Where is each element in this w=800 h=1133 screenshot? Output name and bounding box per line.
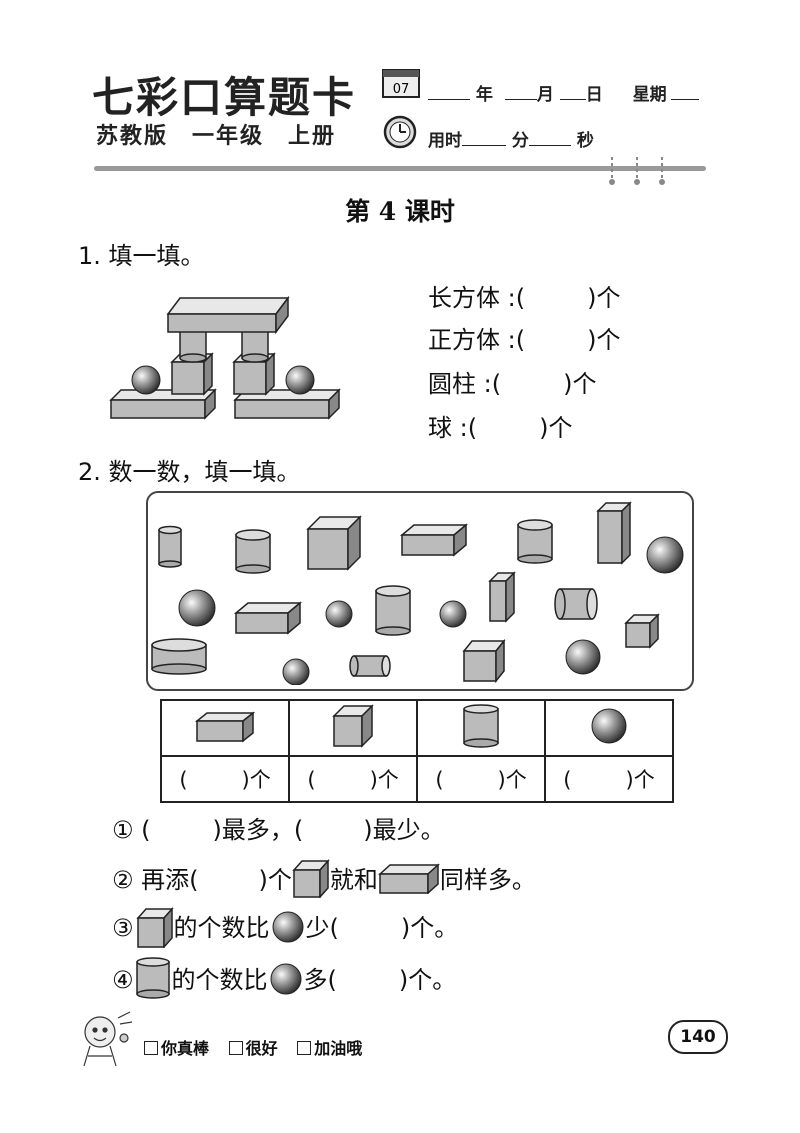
cube-icon [288, 699, 419, 757]
shapes-box [146, 491, 694, 691]
sphere-shape [282, 658, 310, 686]
q2-sub-2: ② 再添()个就和同样多。 [112, 858, 536, 899]
q1-item-cuboid: 长方体 :()个 [428, 284, 621, 312]
cuboid-icon [159, 699, 291, 757]
cuboid-shape [488, 571, 516, 623]
cylinder-shape [349, 655, 391, 677]
sphere-shape [439, 600, 467, 628]
cuboid-shape [233, 601, 303, 635]
q1-prompt: 1. 填一填。 [78, 242, 205, 270]
cylinder-icon [135, 957, 170, 999]
praise-options: 你真棒 很好 加油哦 [144, 1035, 362, 1059]
page-number: 140 [668, 1020, 728, 1054]
lesson-title: 第 4 课时 [345, 197, 455, 226]
q1-structure-figure [108, 292, 348, 428]
sphere-shape [565, 639, 601, 675]
clock-icon [382, 114, 418, 154]
brand-title: 七彩口算题卡 [92, 73, 357, 122]
edition-label: 苏教版 一年级 上册 [96, 124, 337, 149]
answer-cell[interactable]: ()个 [544, 755, 674, 803]
cylinder-shape [517, 519, 553, 564]
praise-checkbox[interactable]: 你真棒 [144, 1039, 209, 1058]
q1-item-sphere: 球 :()个 [428, 414, 573, 442]
cylinder-shape [375, 585, 411, 636]
header-divider [94, 166, 706, 171]
cube-shape [306, 515, 362, 571]
q2-sub-1: ① ()最多，()最少。 [112, 816, 445, 844]
cube-shape [462, 638, 506, 684]
sphere-shape [178, 589, 216, 627]
sphere-icon [270, 963, 302, 995]
cylinder-shape [554, 588, 598, 620]
mascot-illustration [72, 1008, 136, 1074]
cube-icon [135, 907, 174, 949]
answer-cell[interactable]: ()个 [159, 755, 291, 803]
count-table: ()个 ()个 ()个 ()个 [159, 699, 674, 803]
q2-prompt: 2. 数一数，填一填。 [78, 458, 301, 486]
divider-decoration [604, 155, 674, 189]
cuboid-shape [596, 501, 632, 565]
q1-item-cylinder: 圆柱 :()个 [428, 370, 597, 398]
cuboid-icon [377, 863, 440, 895]
praise-checkbox[interactable]: 很好 [228, 1039, 278, 1058]
sphere-icon [272, 911, 304, 943]
cuboid-shape [399, 523, 469, 557]
sphere-icon [544, 699, 674, 757]
answer-cell[interactable]: ()个 [288, 755, 419, 803]
sphere-shape [325, 600, 353, 628]
shapes-scatter [148, 493, 688, 689]
time-used-line: 用时 分 秒 [428, 131, 594, 151]
date-line: 年 月 日 星期 [428, 80, 699, 105]
calendar-day: 07 [393, 82, 410, 97]
calendar-icon: 07 [382, 66, 420, 102]
cylinder-icon [416, 699, 547, 757]
cube-shape [624, 613, 660, 649]
cylinder-shape [151, 638, 207, 675]
sphere-shape [646, 536, 684, 574]
answer-cell[interactable]: ()个 [416, 755, 547, 803]
cylinder-shape [235, 529, 271, 574]
q1-item-cube: 正方体 :()个 [428, 326, 621, 354]
praise-checkbox[interactable]: 加油哦 [297, 1039, 362, 1058]
cylinder-shape [158, 525, 182, 568]
cube-icon [292, 859, 330, 899]
